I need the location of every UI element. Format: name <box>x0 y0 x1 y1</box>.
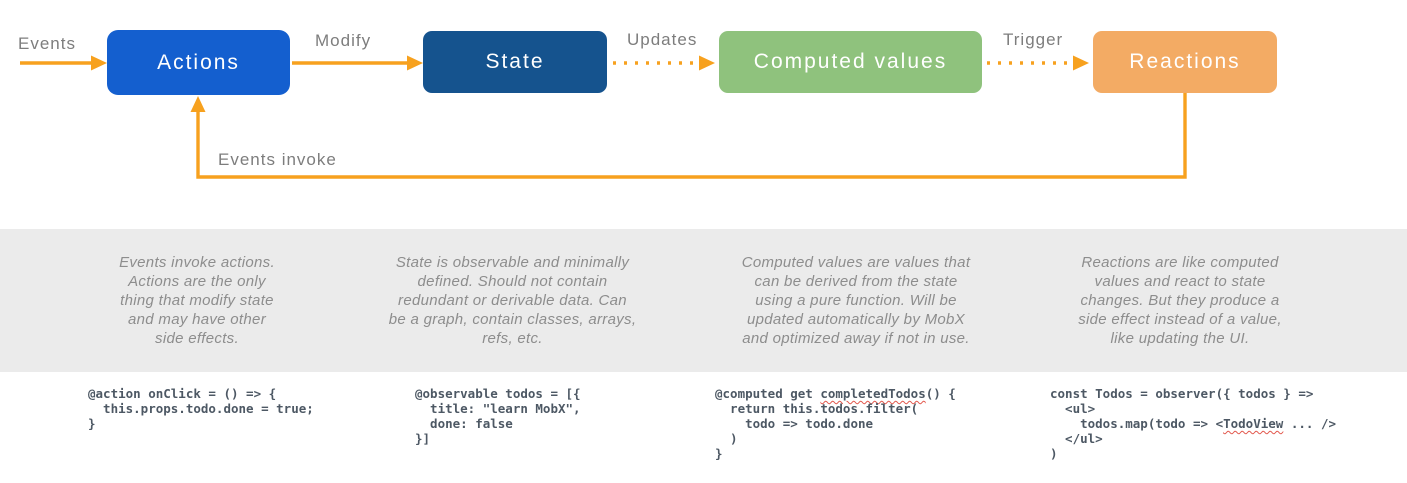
code-snippet-observer: const Todos = observer({ todos } => <ul>… <box>1050 386 1336 461</box>
node-state: State <box>423 31 607 93</box>
edge-label-updates: Updates <box>627 30 698 49</box>
node-reactions: Reactions <box>1093 31 1277 93</box>
description-actions: Events invoke actions. Actions are the o… <box>119 254 275 347</box>
arrowhead-updates-icon <box>699 55 715 71</box>
arrow-reactions-to-actions <box>196 93 1187 179</box>
description-state: State is observable and minimally define… <box>388 254 637 347</box>
arrowhead-modify-icon <box>407 55 423 71</box>
node-computed-values-label: Computed values <box>753 50 948 73</box>
description-reactions: Reactions are like computed values and r… <box>1078 254 1282 347</box>
node-computed-values: Computed values <box>719 31 982 93</box>
node-state-label: State <box>485 50 545 73</box>
arrowhead-events-icon <box>91 55 107 71</box>
arrowhead-events-invoke-icon <box>190 96 206 112</box>
edge-label-modify: Modify <box>315 31 372 50</box>
code-snippet-observable: @observable todos = [{ title: "learn Mob… <box>415 386 581 446</box>
edge-label-trigger: Trigger <box>1003 30 1064 49</box>
description-computed-values: Computed values are values that can be d… <box>741 254 971 347</box>
description-band: Events invoke actions. Actions are the o… <box>0 229 1407 372</box>
node-actions-label: Actions <box>157 50 240 74</box>
spellcheck-underline: TodoView <box>1223 416 1284 431</box>
arrowhead-trigger-icon <box>1073 55 1089 71</box>
code-snippet-computed: @computed get completedTodos() { return … <box>715 386 956 461</box>
edge-label-events-invoke: Events invoke <box>218 150 337 169</box>
edge-label-events: Events <box>18 34 76 53</box>
code-examples-section: @action onClick = () => { this.props.tod… <box>0 372 1407 483</box>
mobx-flow-diagram: Actions State Computed values Reactions … <box>0 0 1407 229</box>
node-reactions-label: Reactions <box>1129 50 1241 73</box>
node-actions: Actions <box>107 30 290 95</box>
spellcheck-underline: completedTodos <box>820 386 926 401</box>
code-snippet-action: @action onClick = () => { this.props.tod… <box>88 386 314 431</box>
